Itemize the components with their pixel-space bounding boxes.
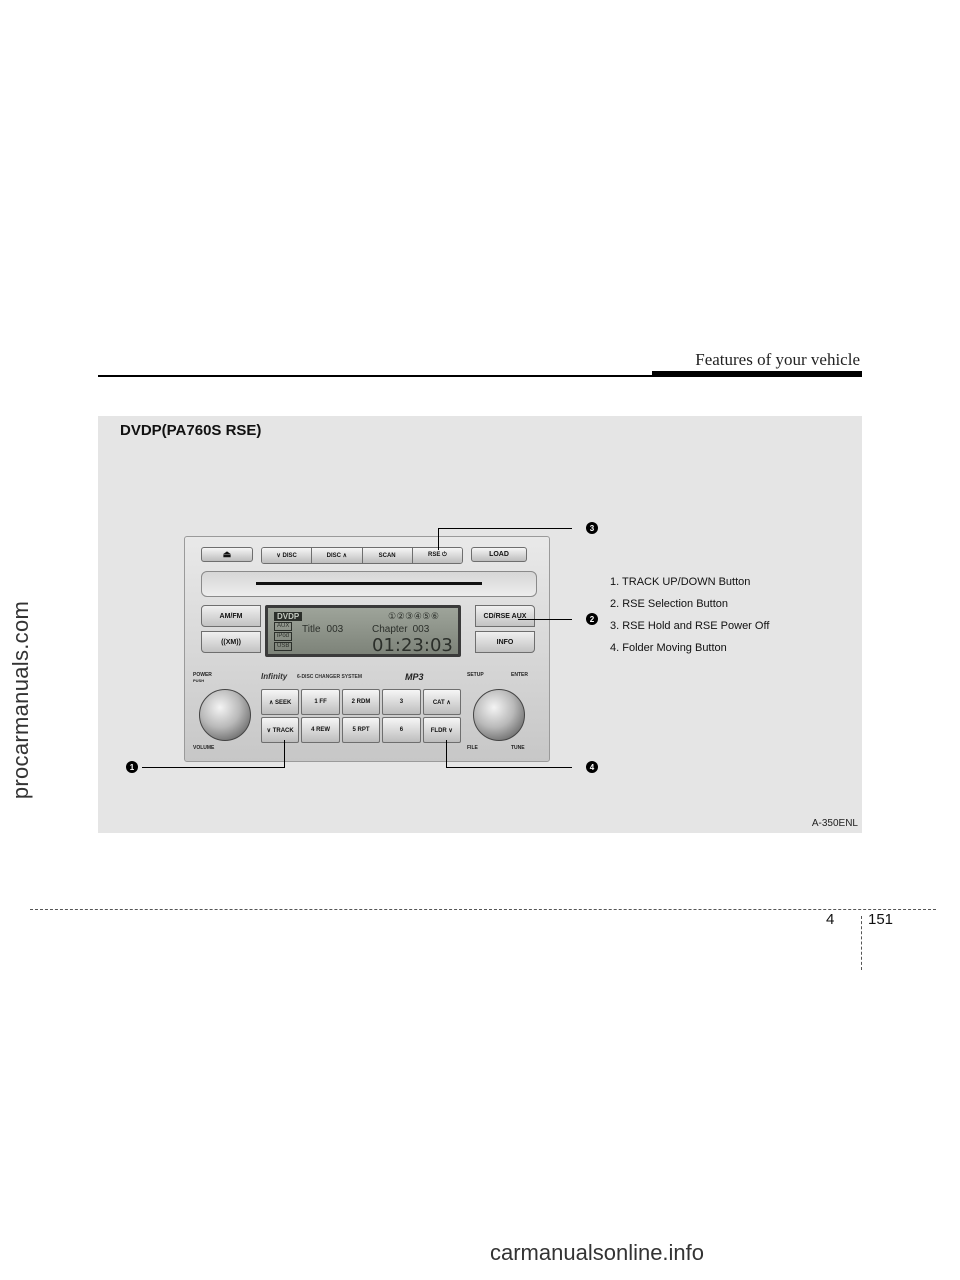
mp3-logo: MP3 (405, 672, 424, 682)
changer-system-label: 6-DISC CHANGER SYSTEM (297, 674, 362, 680)
enter-label: ENTER (511, 672, 528, 678)
page-number: 151 (868, 911, 893, 928)
figure-panel: DVDP(PA760S RSE) ⏏ ∨ DISC DISC ∧ SCAN RS… (98, 416, 862, 833)
header-rule-accent (652, 371, 862, 377)
legend-item-2: 2. RSE Selection Button (610, 598, 850, 610)
side-watermark-text: procarmanuals.com (8, 601, 34, 799)
track-down-button: ∨ TRACK (261, 717, 299, 743)
footer-divider (861, 916, 862, 970)
display-chapter-label: Chapter (372, 624, 408, 635)
preset-3-button: 3 (382, 689, 420, 715)
tune-knob (473, 689, 525, 741)
display-title-value: 003 (327, 624, 344, 635)
figure-title: DVDP(PA760S RSE) (120, 422, 261, 439)
file-label: FILE (467, 745, 478, 751)
callout-4-leader (446, 740, 447, 768)
callout-2-line (518, 619, 572, 620)
side-watermark: procarmanuals.com (6, 540, 36, 860)
tune-label: TUNE (511, 745, 525, 751)
folder-down-button: FLDR ∨ (423, 717, 461, 743)
display-source-ipod: iPod (274, 632, 292, 641)
disc-down-button: ∨ DISC (262, 548, 312, 563)
info-button: INFO (475, 631, 535, 653)
seek-up-button: ∧ SEEK (261, 689, 299, 715)
preset-5-rpt-button: 5 RPT (342, 717, 380, 743)
top-button-row: ∨ DISC DISC ∧ SCAN RSE ⏻ (261, 547, 463, 564)
xm-button: ((XM)) (201, 631, 261, 653)
callout-1-marker: 1 (126, 761, 138, 773)
volume-knob (199, 689, 251, 741)
callout-1-leader (284, 740, 285, 768)
cd-slot (201, 571, 537, 597)
callout-4-line (446, 767, 572, 768)
display-time: 01:23:03 (372, 635, 453, 656)
callout-1-line (142, 767, 284, 768)
display-mode: DVDP (274, 612, 302, 621)
chapter-number: 4 (826, 911, 834, 928)
legend-item-1: 1. TRACK UP/DOWN Button (610, 576, 850, 588)
callout-2-marker: 2 (586, 613, 598, 625)
button-legend: 1. TRACK UP/DOWN Button 2. RSE Selection… (610, 576, 850, 664)
preset-2-rdm-button: 2 RDM (342, 689, 380, 715)
am-fm-button: AM/FM (201, 605, 261, 627)
display-chapter: Chapter 003 (372, 624, 429, 635)
radio-display: DVDP AUX iPod USB ①②③④⑤⑥ Title 003 Chapte… (265, 605, 461, 657)
cat-up-button: CAT ∧ (423, 689, 461, 715)
callout-3-leader (438, 528, 439, 550)
load-button: LOAD (471, 547, 527, 562)
preset-4-rew-button: 4 REW (301, 717, 339, 743)
display-title-label: Title (302, 624, 321, 635)
preset-1-ff-button: 1 FF (301, 689, 339, 715)
display-chapter-value: 003 (413, 624, 430, 635)
rse-power-button: RSE ⏻ (413, 548, 462, 563)
callout-3-marker: 3 (586, 522, 598, 534)
display-title: Title 003 (302, 624, 343, 635)
infinity-logo: Infinity (261, 672, 287, 681)
legend-item-4: 4. Folder Moving Button (610, 642, 850, 654)
section-title: Features of your vehicle (640, 350, 860, 370)
display-disc-slots: ①②③④⑤⑥ (388, 611, 439, 622)
scan-button: SCAN (363, 548, 413, 563)
callout-3-line (438, 528, 572, 529)
display-source-aux: AUX (274, 622, 292, 631)
push-label: PUSH (193, 678, 204, 683)
preset-6-button: 6 (382, 717, 420, 743)
legend-item-3: 3. RSE Hold and RSE Power Off (610, 620, 850, 632)
disc-up-button: DISC ∧ (312, 548, 362, 563)
volume-label: VOLUME (193, 745, 214, 751)
preset-keypad: ∧ SEEK 1 FF 2 RDM 3 CAT ∧ ∨ TRACK 4 REW … (261, 689, 461, 743)
setup-label: SETUP (467, 672, 484, 678)
eject-button: ⏏ (201, 547, 253, 562)
footer-watermark: carmanualsonline.info (490, 1240, 704, 1266)
callout-4-marker: 4 (586, 761, 598, 773)
cd-rse-aux-button: CD/RSE AUX (475, 605, 535, 627)
radio-unit: ⏏ ∨ DISC DISC ∧ SCAN RSE ⏻ LOAD AM/FM ((… (184, 536, 550, 762)
footer-rule (30, 909, 936, 910)
display-source-usb: USB (274, 642, 292, 651)
cd-slot-opening (256, 582, 482, 585)
figure-code: A-350ENL (812, 818, 858, 829)
